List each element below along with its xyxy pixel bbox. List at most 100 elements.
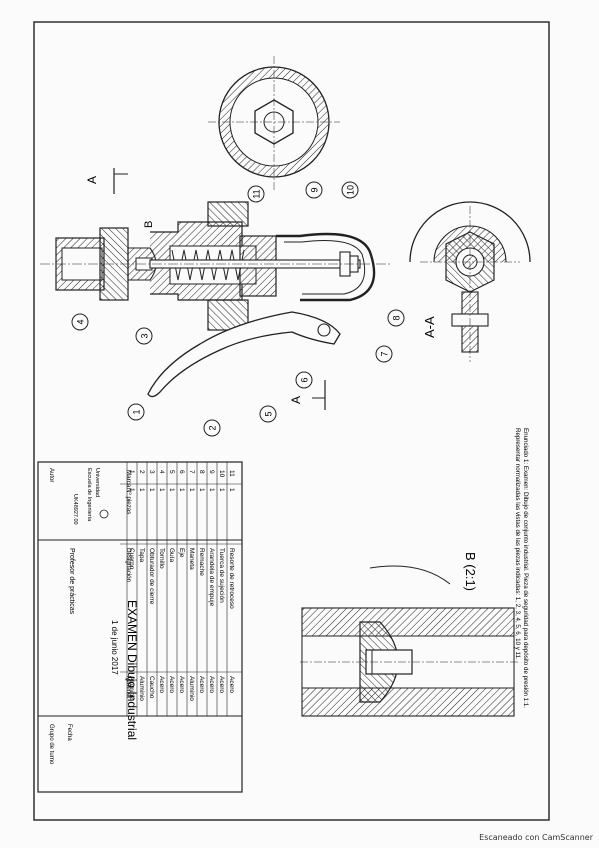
svg-text:5: 5 bbox=[264, 411, 274, 416]
cell-qty: 1 bbox=[128, 488, 135, 492]
cell-material: Acero bbox=[178, 676, 185, 693]
cell-qty: 1 bbox=[158, 488, 165, 492]
cell-name: Obturador de cierre bbox=[148, 548, 155, 605]
svg-text:8: 8 bbox=[392, 315, 402, 320]
cell-qty: 1 bbox=[188, 488, 195, 492]
cell-mark: 10 bbox=[218, 470, 225, 478]
cell-qty: 1 bbox=[178, 488, 185, 492]
section-a-a-view bbox=[409, 201, 531, 362]
cell-mark: 5 bbox=[168, 470, 175, 474]
cell-qty: 1 bbox=[138, 488, 145, 492]
school-logo bbox=[99, 509, 109, 519]
cell-qty: 1 bbox=[228, 488, 235, 492]
svg-text:4: 4 bbox=[76, 319, 86, 324]
table-header-material: Material bbox=[125, 676, 132, 698]
group-label: Grupo de turno bbox=[48, 724, 54, 765]
school-name: Escuela de Ingeniería bbox=[86, 468, 92, 522]
cell-material: Acero bbox=[198, 676, 205, 693]
top-view-cap bbox=[208, 56, 340, 190]
cell-name: Maneta bbox=[188, 548, 195, 570]
cell-name: Cuerpo bbox=[128, 548, 135, 570]
enunciado-line-2: Representar normalizadas las vistas de l… bbox=[514, 428, 521, 660]
cell-material: Caucho bbox=[148, 676, 155, 699]
svg-text:10: 10 bbox=[346, 185, 356, 195]
cell-mark: 3 bbox=[148, 470, 155, 474]
balloon-3: 3 bbox=[135, 327, 153, 345]
table-header-name: Designación bbox=[125, 548, 132, 583]
cell-material: Acero bbox=[218, 676, 225, 693]
balloon-5: 5 bbox=[259, 405, 277, 423]
cell-name: Arandela de empuje bbox=[208, 548, 215, 607]
cut-label-top: A bbox=[85, 176, 99, 184]
detail-marker-b: B bbox=[143, 221, 155, 228]
balloon-9: 9 bbox=[305, 181, 323, 199]
cell-material: Acero bbox=[208, 676, 215, 693]
table-header-qty: Nº piezas bbox=[125, 488, 132, 514]
main-section-view bbox=[40, 168, 392, 410]
balloon-10: 10 bbox=[341, 181, 359, 199]
balloon-7: 7 bbox=[375, 345, 393, 363]
section-a-a-label: A-A bbox=[422, 316, 437, 338]
cell-name: Guía bbox=[168, 548, 175, 562]
svg-text:6: 6 bbox=[300, 377, 310, 382]
cell-qty: 1 bbox=[168, 488, 175, 492]
balloon-1: 1 bbox=[127, 403, 145, 421]
enunciado-line-1: Enunciado 1: Examen: Dibujo de conjunto … bbox=[522, 428, 529, 708]
svg-text:11: 11 bbox=[252, 189, 262, 198]
cell-mark: 4 bbox=[158, 470, 165, 474]
svg-text:9: 9 bbox=[310, 187, 320, 192]
cell-material: Aluminio bbox=[188, 676, 195, 701]
drawing-code: UK48927.00 bbox=[72, 494, 78, 525]
cell-material: Acero bbox=[168, 676, 175, 693]
cell-name: Remache bbox=[198, 548, 205, 576]
cell-qty: 1 bbox=[198, 488, 205, 492]
balloon-4: 4 bbox=[71, 313, 89, 331]
cut-label-bottom: A bbox=[289, 396, 303, 404]
cell-material: Acero bbox=[228, 676, 235, 693]
institution-name: Universidad bbox=[94, 468, 100, 497]
cell-mark: 9 bbox=[208, 470, 215, 474]
cell-name: Tapa bbox=[138, 548, 145, 562]
cell-material: Aluminio bbox=[128, 676, 135, 701]
cell-name: Tuerca de sujeción bbox=[218, 548, 225, 603]
part-balloons: 1 2 3 4 5 6 7 8 9 10 11 bbox=[71, 181, 405, 437]
header-date-label: Fecha bbox=[66, 724, 72, 741]
cell-qty: 1 bbox=[148, 488, 155, 492]
detail-b-view bbox=[300, 565, 520, 717]
svg-text:7: 7 bbox=[380, 351, 390, 356]
header-author-label: Autor bbox=[48, 468, 54, 482]
cell-name: Tornillo bbox=[158, 548, 165, 569]
table-header-mark: Marca bbox=[125, 470, 132, 488]
exam-title: EXAMEN Dibujo Industrial bbox=[125, 600, 139, 740]
cell-qty: 1 bbox=[208, 488, 215, 492]
svg-text:1: 1 bbox=[132, 409, 142, 414]
cell-material: Acero bbox=[158, 676, 165, 693]
professor-label: Profesor de prácticas bbox=[68, 548, 75, 615]
svg-text:2: 2 bbox=[208, 425, 218, 430]
cell-mark: 11 bbox=[228, 470, 235, 477]
cell-material: Aluminio bbox=[138, 676, 145, 701]
scanner-watermark: Escaneado con CamScanner bbox=[479, 833, 593, 842]
cell-name: Resorte de retroceso bbox=[228, 548, 235, 609]
cell-name: Eje bbox=[178, 548, 185, 558]
svg-text:3: 3 bbox=[140, 333, 150, 338]
cell-qty: 1 bbox=[218, 488, 225, 492]
cell-mark: 8 bbox=[198, 470, 205, 474]
balloon-2: 2 bbox=[203, 419, 221, 437]
detail-b-label: B (2:1) bbox=[463, 552, 478, 591]
cell-mark: 7 bbox=[188, 470, 195, 474]
title-block bbox=[37, 461, 243, 793]
cell-mark: 6 bbox=[178, 470, 185, 474]
